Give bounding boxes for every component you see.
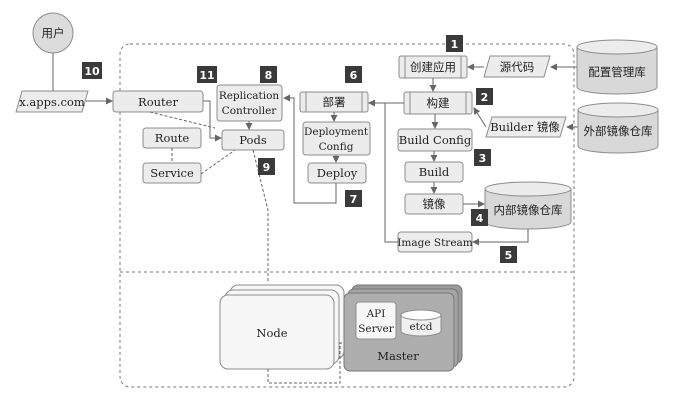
external-registry-label: 外部镜像仓库 [584, 124, 653, 138]
badge-11-text: 11 [199, 69, 214, 82]
build-section-label: 构建 [427, 96, 450, 110]
badge-3: 3 [474, 149, 491, 166]
api-label-1: API [366, 308, 386, 320]
config-repo-cylinder [576, 39, 658, 95]
dc-label-2: Config [319, 141, 354, 153]
registry-to-stream-arrow [472, 229, 529, 246]
badge-11: 11 [197, 66, 217, 83]
create-app-label: 创建应用 [410, 60, 456, 74]
image-stream-label: Image Stream [397, 237, 473, 249]
router-route-link [149, 111, 216, 129]
badge-1-text: 1 [451, 38, 459, 51]
stream-to-deploy-line [370, 102, 398, 243]
domain-box [15, 90, 89, 113]
etcd-label: etcd [409, 321, 432, 333]
builder-image-box [485, 116, 567, 138]
service-label: Service [150, 166, 194, 180]
source-code-box [483, 55, 551, 78]
etcd-cylinder [400, 309, 442, 337]
badge-6-text: 6 [350, 69, 358, 82]
badge-5: 5 [500, 246, 517, 263]
domain-label: x.apps.com [19, 95, 85, 109]
node-label: Node [256, 326, 287, 340]
cluster-frame [119, 43, 575, 388]
badge-9-text: 9 [263, 161, 271, 174]
config-repo-label: 配置管理库 [588, 65, 646, 79]
builder-to-build-arrow [473, 107, 487, 128]
router-label: Router [138, 95, 178, 109]
image-label: 镜像 [423, 197, 446, 211]
deploy-box [307, 162, 367, 184]
rc-label-1: Replication [219, 90, 280, 102]
external-registry-cylinder [577, 102, 659, 154]
api-server-box [355, 301, 397, 340]
badge-10-text: 10 [84, 65, 100, 78]
service-pods-link [200, 147, 239, 175]
service-box [142, 162, 202, 184]
source-code-label: 源代码 [500, 60, 535, 74]
build-label: Build [419, 165, 450, 179]
builder-image-label: Builder 镜像 [490, 120, 560, 134]
route-label: Route [155, 131, 190, 145]
badge-1: 1 [446, 35, 463, 52]
badge-6: 6 [345, 66, 362, 83]
badge-4-text: 4 [476, 212, 484, 225]
badge-7-text: 7 [350, 193, 358, 206]
badge-9: 9 [258, 158, 275, 175]
badge-3-text: 3 [479, 152, 487, 165]
build-config-box [397, 128, 473, 152]
deploy-label: Deploy [317, 166, 358, 180]
badge-8: 8 [260, 66, 277, 83]
internal-registry-label: 内部镜像仓库 [494, 203, 563, 217]
build-config-label: Build Config [399, 133, 472, 147]
node-stack [219, 284, 345, 370]
internal-registry-cylinder [484, 181, 572, 230]
badge-4: 4 [471, 209, 488, 226]
badge-7: 7 [345, 190, 362, 207]
badge-5-text: 5 [505, 249, 513, 262]
api-label-2: Server [358, 323, 395, 335]
badge-2-text: 2 [481, 91, 489, 104]
master-label: Master [377, 349, 419, 363]
router-to-pods-arrow [203, 100, 222, 142]
user-label: 用户 [42, 26, 65, 40]
deploy-to-rc-arrow [283, 94, 337, 204]
pods-label: Pods [239, 133, 267, 147]
dc-label-1: Deployment [304, 126, 369, 138]
rc-label-2: Controller [222, 105, 278, 117]
badge-10: 10 [82, 62, 102, 79]
deploy-section-label: 部署 [323, 95, 346, 109]
badge-8-text: 8 [265, 69, 273, 82]
badge-2: 2 [476, 88, 493, 105]
